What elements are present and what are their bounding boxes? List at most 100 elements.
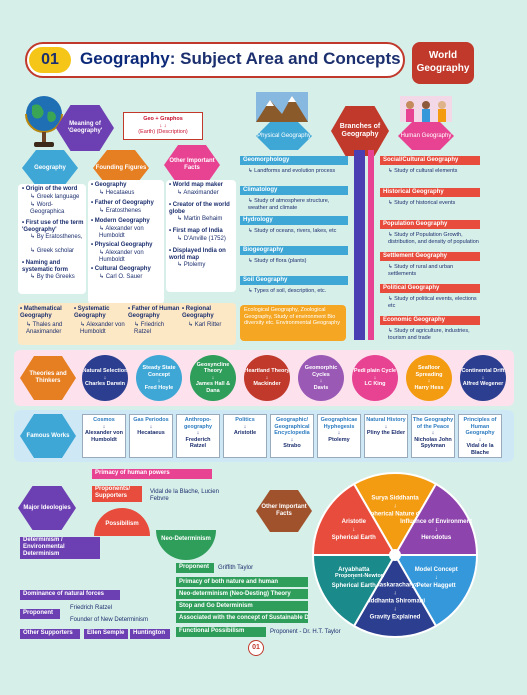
down-arrow-icon: ↓ [149, 423, 153, 430]
geography-item-sub: ↳ Greek language [30, 194, 80, 200]
work-box: Politics↓Aristotle [223, 414, 267, 458]
founding-item-sub: ↳ Alexander von Humboldt [99, 250, 144, 263]
theory-circle: Pedi plain Cycle↓LC King [352, 355, 398, 401]
work-box: Natural History↓Pliny the Elder [364, 414, 408, 458]
theory-circle: Geosyncline Theory↓James Hall & Dana [190, 355, 236, 401]
physical-branch-sub: ↳ Types of soil, description, etc. [248, 288, 327, 294]
primacy-bar: Primacy of human powers [92, 469, 212, 479]
neo-item: Primacy of both nature and human [176, 577, 308, 587]
work-author: Ptolemy [328, 436, 350, 443]
other-facts-column [166, 180, 236, 292]
father-item-head: • Regional Geography [182, 306, 214, 319]
down-arrow-icon: ↓ [103, 374, 107, 381]
functional-proponent: Proponent - Dr. H.T. Taylor [270, 629, 341, 635]
physical-branch-sub: ↳ Study of atmosphere structure, weather… [248, 198, 330, 211]
title-rest: : Subject Area and Concepts [169, 49, 401, 68]
works-hex: Famous Works [20, 414, 76, 458]
ellen-semple-bar: Ellen Semple [84, 629, 128, 639]
chapter-number: 01 [29, 47, 71, 73]
work-title: Geographic/ Geographical Encyclopedia [274, 417, 310, 436]
theory-name: Continental Drift [461, 368, 505, 375]
father-item-head: • Father of Human Geography [128, 306, 180, 319]
geography-item-head: • Naming and systematic form [22, 260, 69, 273]
wheel-text: Aryabhatta [338, 567, 370, 573]
neo-determinism-label: Neo-Determinism [161, 536, 211, 542]
chapter-title: Geography: Subject Area and Concepts [80, 48, 401, 70]
wheel-text: Earth's Spherical Nature discussed [345, 511, 446, 517]
wheel-segment [393, 554, 479, 628]
work-title: Gas Periodos [133, 417, 169, 423]
founding-item-head: • Cultural Geography [91, 266, 151, 272]
down-arrow-icon: ↓ [290, 436, 294, 443]
down-arrow-icon: ↓ [435, 527, 438, 533]
determinism-bar: Determinism / Environmental Determinism [20, 537, 100, 559]
founding-item-head: • Physical Geography [91, 242, 153, 248]
theory-name: Steady State Concept [142, 365, 176, 378]
people-image [400, 96, 452, 122]
human-branch-head: Social/Cultural Geography [380, 156, 480, 165]
other-item-head: • World map maker [169, 182, 224, 188]
ratzel-text: Friedrich Ratzel [70, 605, 113, 611]
wheel-segment [311, 554, 397, 628]
theory-name: Geomorphic Cycles [304, 365, 338, 378]
founding-item-head: • Geography [91, 182, 127, 188]
work-author: Strabo [283, 443, 301, 449]
wheel-text: Surya Siddhanta [371, 495, 419, 501]
wheel-text: Influence of Environment [400, 519, 472, 525]
work-title: Natural History [366, 417, 406, 423]
geography-item-sub: ↳ Greek scholar [30, 248, 75, 254]
mountain-image [256, 92, 308, 122]
down-arrow-icon: ↓ [265, 374, 269, 381]
human-branch-sub: ↳ Study of agriculture, industries, tour… [388, 328, 470, 341]
human-branch-head: Settlement Geography [380, 252, 480, 261]
wheel-segment [352, 553, 438, 638]
theory-circle: Steady State Concept↓Fred Hoyle [136, 355, 182, 401]
griffith-text: Griffith Taylor [218, 565, 254, 571]
other-supporters-bar: Other Supporters [20, 629, 80, 639]
wheel-segment [311, 482, 397, 556]
wheel-text: Herodotus [421, 535, 452, 541]
work-box: Geographicae Hyphegesis↓Ptolemy [317, 414, 361, 458]
physical-branch-head: Biogeography [240, 246, 348, 255]
geo-graphos-box: Geo + Graphos ↓ ↓ (Earth) (Description) [123, 112, 203, 140]
physical-extra-box [240, 305, 346, 341]
human-branch-head: Historical Geography [380, 188, 480, 197]
other-item-sub: ↳ Martin Behaim [177, 216, 223, 222]
work-box: Gas Periodos↓Hecataeus [129, 414, 173, 458]
work-title: Anthropo-geography [183, 417, 213, 430]
geography-hex: Geography [22, 150, 78, 186]
down-arrow-icon: ↓ [384, 423, 388, 430]
work-box: Anthropo-geography↓Frederich Ratzel [176, 414, 220, 458]
griffith-proponent-bar: Proponent [176, 563, 214, 573]
wheel-segment [393, 482, 479, 556]
work-title: Geographicae Hyphegesis [320, 417, 358, 430]
geography-item-sub: ↳ By the Greeks [30, 274, 75, 280]
thinker-name: Mackinder [253, 381, 281, 388]
other-item-head: • First map of India [169, 228, 223, 234]
human-branch-head: Political Geography [380, 284, 480, 293]
father-item-head: • Systematic Geography [74, 306, 110, 319]
thinker-name: Alfred Wegener [462, 381, 504, 388]
theory-circle: Seafloor Spreading↓Harry Hess [406, 355, 452, 401]
work-author: Nicholas John Spykman [414, 436, 452, 450]
thinker-name: Charles Darwin [84, 381, 126, 388]
physical-branch-head: Hydrology [240, 216, 348, 225]
chapter-header [25, 42, 405, 78]
down-arrow-icon: ↓ [243, 423, 247, 430]
geo-graphos: Geo + Graphos [143, 116, 183, 122]
wheel-segment [352, 472, 438, 558]
work-box: Geographic/ Geographical Encyclopedia↓St… [270, 414, 314, 458]
down-arrow-icon: ↓ [481, 374, 485, 381]
down-arrow-icon: ↓ [157, 378, 161, 384]
down-arrow-icon: ↓ [337, 430, 341, 436]
wheel-text: Siddhanta Shiromani [365, 599, 425, 605]
theories-hex: Theories and Thinkers [20, 356, 76, 400]
down-arrow-icon: ↓ [373, 374, 377, 381]
theory-circle: Heartland Theory↓Mackinder [244, 355, 290, 401]
founder-new-text: Founder of New Determinism [70, 617, 149, 623]
functional-possibilism-bar: Functional Possibilism [176, 627, 266, 637]
newton-text: Proponent-Newton [335, 573, 385, 579]
geography-item-head: • First use of the term 'Geography' [22, 220, 84, 233]
down-arrow-icon: ↓ [102, 423, 106, 430]
work-box: Cosmos↓Alexander von Humboldt [82, 414, 126, 458]
